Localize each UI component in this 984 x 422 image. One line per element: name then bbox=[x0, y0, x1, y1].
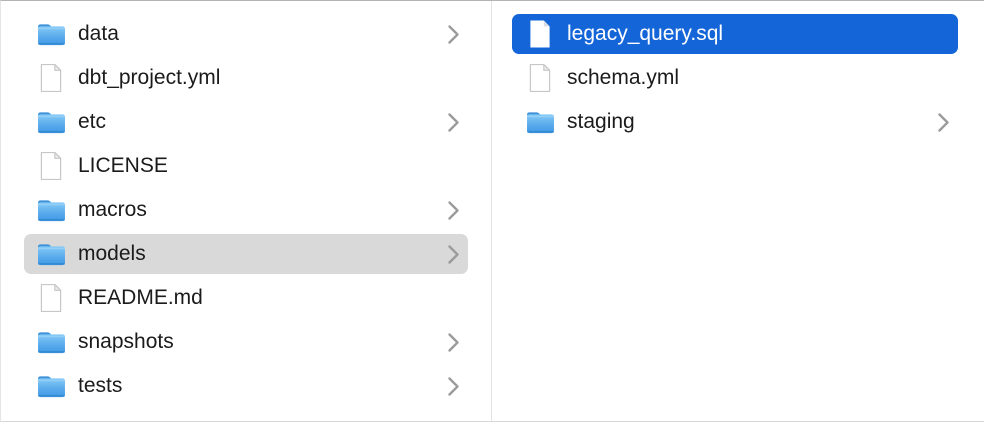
row-models-folder-selected[interactable]: models bbox=[24, 234, 468, 274]
folder-icon bbox=[35, 106, 67, 138]
document-icon bbox=[524, 18, 556, 50]
column-parent-directory: data dbt_project.yml etc LICENSE macros … bbox=[1, 1, 492, 421]
chevron-right-icon bbox=[447, 112, 460, 133]
chevron-right-icon bbox=[447, 24, 460, 45]
item-label: models bbox=[78, 242, 146, 265]
row-staging-folder[interactable]: staging bbox=[512, 102, 958, 142]
document-icon bbox=[35, 282, 67, 314]
row-data-folder[interactable]: data bbox=[24, 14, 468, 54]
item-label: schema.yml bbox=[567, 66, 680, 89]
row-readme-md[interactable]: README.md bbox=[24, 278, 468, 318]
item-label: dbt_project.yml bbox=[78, 66, 221, 89]
item-label: README.md bbox=[78, 286, 203, 309]
folder-icon bbox=[35, 326, 67, 358]
row-dbt-project-yml[interactable]: dbt_project.yml bbox=[24, 58, 468, 98]
item-label: macros bbox=[78, 198, 147, 221]
folder-icon bbox=[35, 238, 67, 270]
chevron-right-icon bbox=[447, 332, 460, 353]
folder-icon bbox=[35, 194, 67, 226]
chevron-right-icon bbox=[447, 376, 460, 397]
row-schema-yml[interactable]: schema.yml bbox=[512, 58, 958, 98]
row-macros-folder[interactable]: macros bbox=[24, 190, 468, 230]
document-icon bbox=[524, 62, 556, 94]
item-label: staging bbox=[567, 110, 635, 133]
item-label: legacy_query.sql bbox=[567, 22, 724, 45]
row-snapshots-folder[interactable]: snapshots bbox=[24, 322, 468, 362]
item-label: etc bbox=[78, 110, 107, 133]
folder-icon bbox=[524, 106, 556, 138]
document-icon bbox=[35, 150, 67, 182]
folder-icon bbox=[35, 370, 67, 402]
chevron-right-icon bbox=[447, 244, 460, 265]
item-label: LICENSE bbox=[78, 154, 168, 177]
chevron-right-icon bbox=[937, 112, 950, 133]
item-label: snapshots bbox=[78, 330, 174, 353]
item-label: tests bbox=[78, 374, 123, 397]
document-icon bbox=[35, 62, 67, 94]
row-legacy-query-sql-selected[interactable]: legacy_query.sql bbox=[512, 14, 958, 54]
chevron-right-icon bbox=[447, 200, 460, 221]
row-tests-folder[interactable]: tests bbox=[24, 366, 468, 406]
row-etc-folder[interactable]: etc bbox=[24, 102, 468, 142]
item-label: data bbox=[78, 22, 119, 45]
folder-icon bbox=[35, 18, 67, 50]
row-license-file[interactable]: LICENSE bbox=[24, 146, 468, 186]
column-models-contents: legacy_query.sql schema.yml staging bbox=[492, 1, 984, 421]
